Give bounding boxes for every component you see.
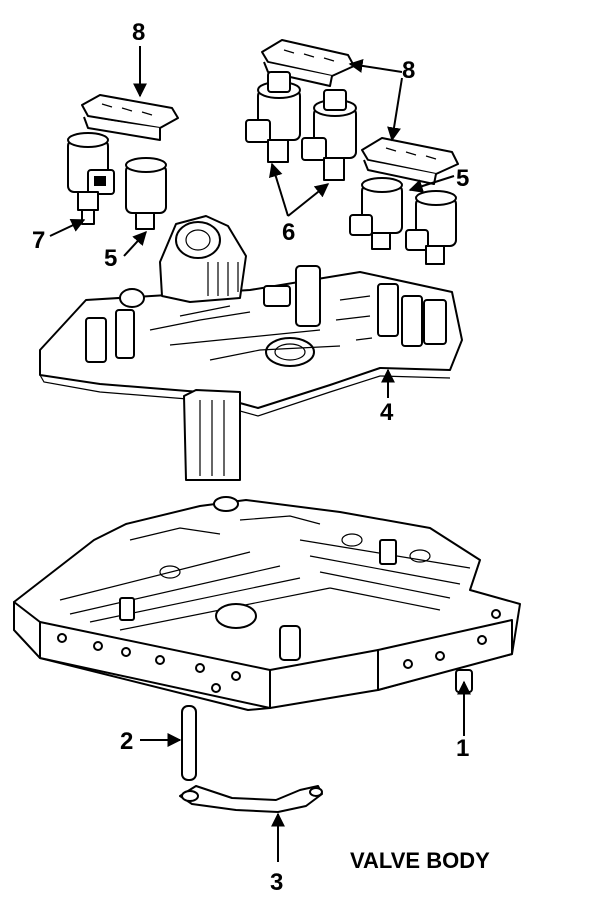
- callout-1: 1: [456, 735, 469, 762]
- solenoid-6-pair: [245, 71, 357, 181]
- solenoid-7: [67, 132, 115, 225]
- solenoid-5-right-pair: [349, 177, 457, 265]
- callout-5-left: 5: [104, 245, 117, 272]
- pin-2: [181, 705, 197, 781]
- solenoid-retainer-left: [81, 94, 179, 141]
- diagram-caption: VALVE BODY: [350, 848, 490, 873]
- solenoid-5-left: [125, 157, 167, 230]
- callout-3: 3: [270, 869, 283, 896]
- leader-lines: [49, 46, 471, 862]
- callout-4: 4: [380, 399, 394, 426]
- link-3: [179, 785, 323, 813]
- solenoid-retainer-right-lower: [361, 137, 459, 185]
- lower-valve-body: [13, 496, 521, 711]
- callout-7: 7: [32, 227, 45, 254]
- callout-6: 6: [282, 219, 295, 246]
- callout-8-right: 8: [402, 57, 415, 84]
- callout-8-left: 8: [132, 19, 145, 46]
- upper-valve-body: [39, 215, 463, 481]
- callout-2: 2: [120, 728, 133, 755]
- callout-5-right: 5: [456, 165, 469, 192]
